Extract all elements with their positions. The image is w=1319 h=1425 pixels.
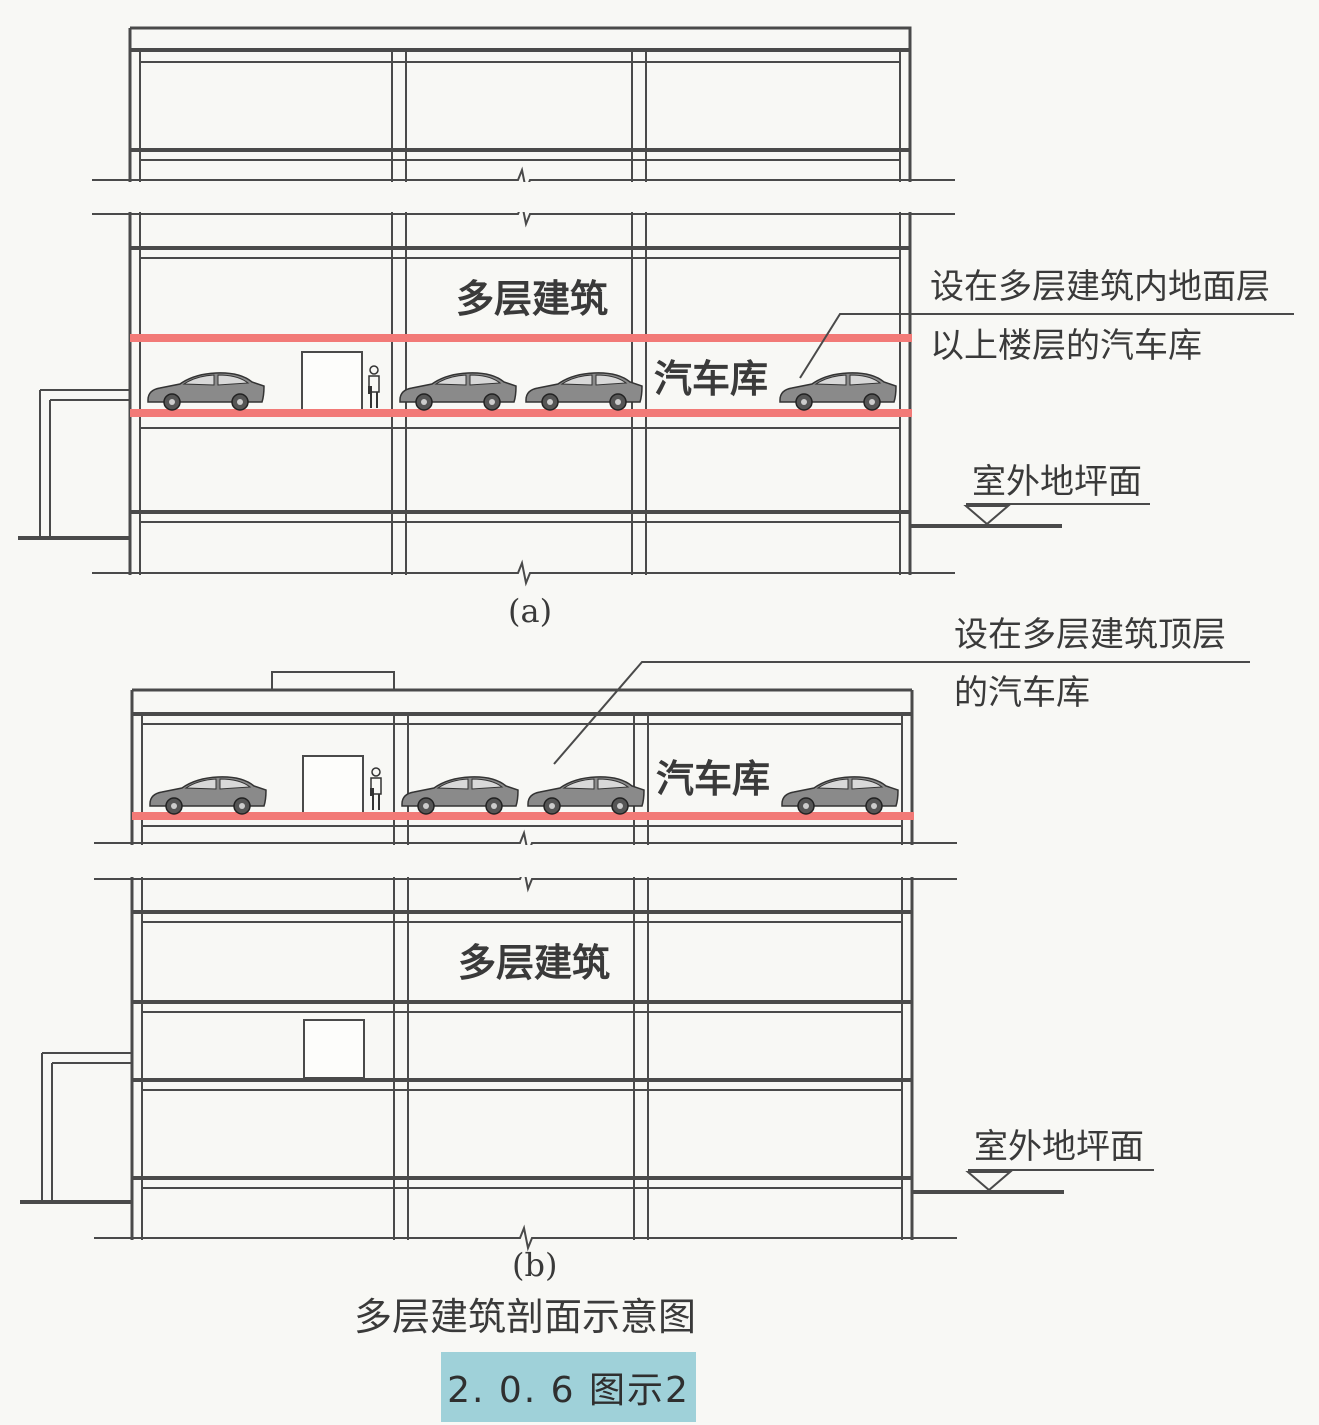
car-icon	[527, 776, 645, 815]
figure-b-building-frame	[20, 671, 1064, 1252]
figure-a-note-line2: 以上楼层的汽车库	[930, 326, 1202, 366]
figure-a-garage-label: 汽车库	[654, 357, 768, 401]
figure-a-note-line1: 设在多层建筑内地面层	[930, 267, 1270, 307]
figure-a-building-frame	[18, 26, 1062, 587]
ground-level-marker-icon	[963, 505, 1011, 526]
figure-number-badge: 2. 0. 6 图示2	[441, 1352, 696, 1422]
figure-a-section: 多层建筑 汽车库 设在多层建筑内地面层 以上楼层的汽车库 室外地坪面 (a)	[18, 26, 1294, 630]
figure-b-ground-label: 室外地坪面	[974, 1127, 1144, 1167]
figure-a-ground-label: 室外地坪面	[972, 462, 1142, 502]
diagram-caption: 多层建筑剖面示意图	[354, 1295, 696, 1339]
figure-b-note-line2: 的汽车库	[954, 673, 1090, 713]
figure-b-note-line1: 设在多层建筑顶层	[954, 615, 1226, 655]
figure-b-sub-caption: (b)	[512, 1246, 557, 1284]
ground-level-marker-icon	[965, 1171, 1013, 1192]
figure-a-sub-caption: (a)	[508, 592, 552, 630]
person-icon	[369, 767, 382, 811]
figure-b-garage-label: 汽车库	[656, 757, 770, 801]
figure-b-section: 多层建筑 汽车库 设在多层建筑顶层 的汽车库 室外地坪面 (b)	[20, 615, 1250, 1284]
car-icon	[401, 776, 519, 815]
car-icon	[525, 372, 643, 411]
car-icon	[399, 372, 517, 411]
person-icon	[367, 365, 380, 409]
figure-b-leader-line	[553, 661, 1250, 765]
figure-b-building-label: 多层建筑	[458, 941, 610, 985]
car-icon	[149, 776, 267, 815]
figure-a-building-label: 多层建筑	[456, 277, 608, 321]
car-icon	[781, 776, 899, 815]
car-icon	[779, 372, 897, 411]
figure-a-leader-line	[799, 313, 1294, 379]
car-icon	[147, 372, 265, 411]
